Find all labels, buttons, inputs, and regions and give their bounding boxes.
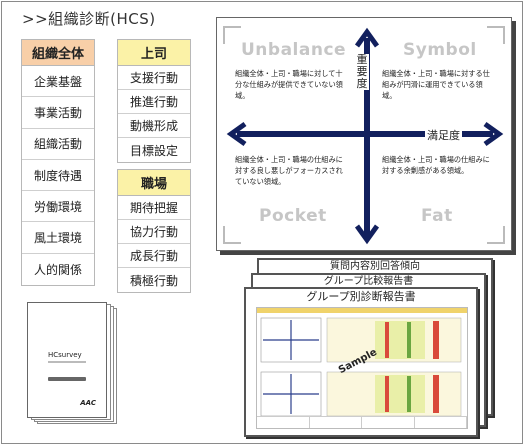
boss-column-header: 上司 xyxy=(118,40,190,66)
satisfaction-importance-matrix: Unbalance Symbol Pocket Fat 組織全体・上司・職場に対… xyxy=(216,17,512,251)
matrix-corner xyxy=(223,26,241,44)
horizontal-arrow-left xyxy=(226,121,247,147)
report-sample-sheet: Sample xyxy=(256,307,468,429)
report-title: 質問内容別回答傾向 xyxy=(330,261,420,272)
quadrant-label-unbalance: Unbalance xyxy=(241,40,347,60)
axis-label-satisfaction: 満足度 xyxy=(425,127,462,143)
page-title: >>組織診断(HCS) xyxy=(22,10,156,28)
work-column-header: 職場 xyxy=(118,170,190,196)
booklet-cover-subtitle-line xyxy=(48,361,86,363)
booklet-cover-bar xyxy=(48,377,86,381)
org-item: 制度待遇 xyxy=(22,159,94,192)
boss-item: 動機形成 xyxy=(118,114,190,138)
sheet-thumbnail xyxy=(260,317,462,417)
work-column: 職場 期待把握 協力行動 成長行動 積極行動 xyxy=(117,169,191,293)
report-group-diagnosis: グループ別診断報告書 Sample xyxy=(244,287,478,437)
work-item: 期待把握 xyxy=(118,196,190,220)
quadrant-label-pocket: Pocket xyxy=(259,206,327,226)
org-item: 組織活動 xyxy=(22,128,94,160)
axis-label-importance: 重要度 xyxy=(355,53,369,90)
report-title: グループ別診断報告書 xyxy=(306,290,416,303)
vertical-arrow-down xyxy=(354,224,380,245)
booklet-cover-title: HCsurvey xyxy=(48,351,82,359)
work-item: 積極行動 xyxy=(118,268,190,292)
quadrant-text-pocket: 組織全体・上司・職場の仕組みに対する良し悪しがフォーカスされていない領域。 xyxy=(235,155,343,186)
matrix-corner xyxy=(487,226,505,244)
matrix-corner xyxy=(487,26,505,44)
booklet-logo: AAC xyxy=(80,399,96,407)
org-item: 風土環境 xyxy=(22,222,94,254)
survey-booklet-image: HCsurvey AAC xyxy=(27,302,119,424)
sheet-footer xyxy=(257,416,467,428)
org-item: 労働環境 xyxy=(22,191,94,223)
vertical-arrow-up xyxy=(354,27,380,48)
thumb-table-top xyxy=(326,317,462,363)
org-column: 組織全体 企業基盤 事業活動 組織活動 制度待遇 労働環境 風土環境 人的関係 xyxy=(21,39,95,287)
org-item: 企業基盤 xyxy=(22,66,94,98)
boss-item: 目標設定 xyxy=(118,138,190,162)
quadrant-text-unbalance: 組織全体・上司・職場に対して十分な仕組みが提供できていない領域。 xyxy=(235,69,343,100)
horizontal-arrow-right xyxy=(483,121,504,147)
org-column-header: 組織全体 xyxy=(22,40,94,66)
quadrant-text-symbol: 組織全体・上司・職場に対する仕組みが円滑に運用できている領域。 xyxy=(382,69,490,100)
booklet-cover: HCsurvey AAC xyxy=(27,302,107,418)
quadrant-label-symbol: Symbol xyxy=(403,40,477,60)
thumb-table-bottom xyxy=(326,371,462,417)
boss-item: 支援行動 xyxy=(118,66,190,90)
quadrant-label-fat: Fat xyxy=(421,206,453,226)
quadrant-text-fat: 組織全体・上司・職場の仕組みに対する余剰感がある領域。 xyxy=(382,155,490,175)
org-item: 人的関係 xyxy=(22,253,94,286)
sheet-header-bar xyxy=(257,308,467,313)
boss-column: 上司 支援行動 推進行動 動機形成 目標設定 xyxy=(117,39,191,163)
work-item: 成長行動 xyxy=(118,244,190,268)
work-item: 協力行動 xyxy=(118,220,190,244)
report-title: グループ比較報告書 xyxy=(323,276,414,287)
org-item: 事業活動 xyxy=(22,97,94,129)
matrix-corner xyxy=(223,226,241,244)
boss-item: 推進行動 xyxy=(118,90,190,114)
